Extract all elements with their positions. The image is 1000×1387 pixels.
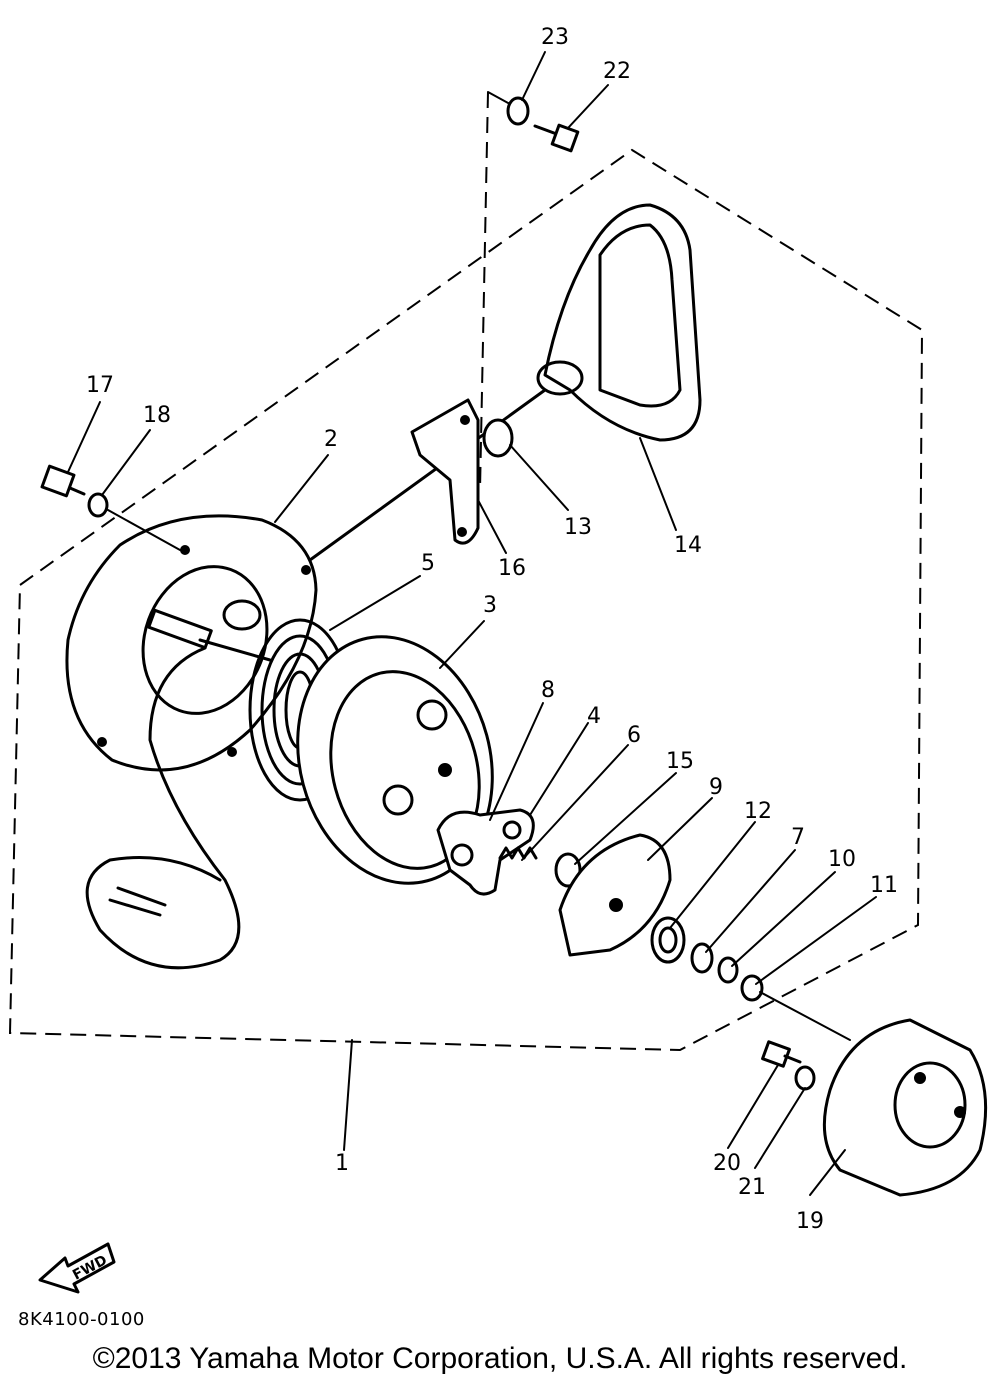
friction-plate <box>558 833 672 957</box>
callout-15: 15 <box>666 749 694 774</box>
callout-10: 10 <box>828 847 856 872</box>
leader-lines <box>67 51 877 1196</box>
starter-pulley <box>822 1018 988 1197</box>
callout-16: 16 <box>498 556 526 581</box>
bracket-bolt <box>533 123 580 153</box>
callout-9: 9 <box>709 775 723 800</box>
callout-21: 21 <box>738 1175 766 1200</box>
callout-20: 20 <box>713 1151 741 1176</box>
callout-1: 1 <box>335 1151 349 1176</box>
callout-6: 6 <box>627 723 641 748</box>
callout-12: 12 <box>744 799 772 824</box>
callouts: 23 22 17 18 2 13 14 16 5 3 8 4 6 15 9 12… <box>86 25 898 1234</box>
callout-14: 14 <box>674 533 702 558</box>
friction-spring <box>650 916 686 964</box>
callout-8: 8 <box>541 678 555 703</box>
case-bolt <box>40 464 86 498</box>
callout-2: 2 <box>324 427 338 452</box>
callout-3: 3 <box>483 593 497 618</box>
nut <box>740 974 764 1002</box>
assembly-boundary <box>8 148 924 1052</box>
guide-line <box>479 91 489 491</box>
pulley-washer <box>794 1065 816 1091</box>
callout-23: 23 <box>541 25 569 50</box>
callout-17: 17 <box>86 373 114 398</box>
rope-guide-bracket <box>410 398 480 545</box>
callout-22: 22 <box>603 59 631 84</box>
callout-18: 18 <box>143 403 171 428</box>
spring-washer <box>717 956 739 984</box>
bracket-nut <box>506 96 530 126</box>
pawl-spring <box>498 846 538 860</box>
copyright-notice: ©2013 Yamaha Motor Corporation, U.S.A. A… <box>92 1342 908 1375</box>
fwd-arrow-icon: FWD <box>38 1242 116 1294</box>
callout-11: 11 <box>870 873 898 898</box>
diagram-code: 8K4100-0100 <box>18 1309 145 1330</box>
callout-7: 7 <box>791 825 805 850</box>
drive-pawl <box>436 808 535 896</box>
callout-4: 4 <box>587 704 601 729</box>
callout-19: 19 <box>796 1209 824 1234</box>
starter-rope <box>85 646 241 970</box>
pulley-bolt <box>761 1040 802 1068</box>
rope-grommet <box>482 418 514 458</box>
case-washer <box>87 492 109 518</box>
starter-handle <box>536 203 702 442</box>
callout-5: 5 <box>421 551 435 576</box>
pull-rod <box>308 388 547 562</box>
callout-13: 13 <box>564 515 592 540</box>
